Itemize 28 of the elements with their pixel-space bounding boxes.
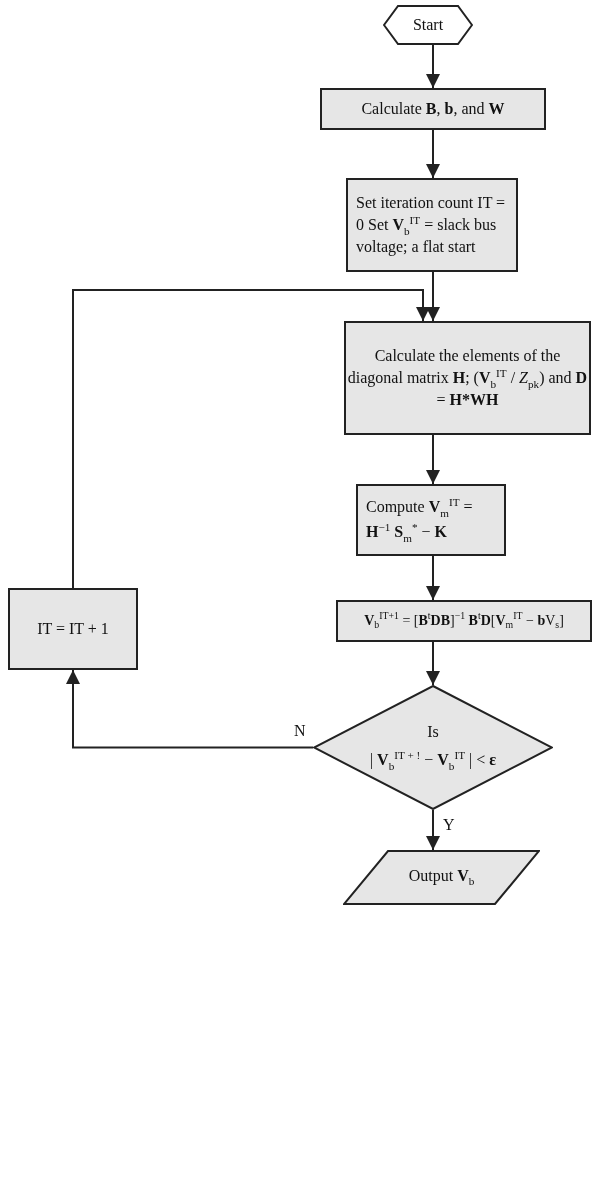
arrow	[426, 434, 440, 485]
node-text: IT = IT + 1	[37, 619, 109, 639]
arrow	[426, 641, 440, 686]
node-text: Output V$_{b}$	[408, 866, 475, 889]
process-box	[346, 178, 518, 272]
arrow	[426, 129, 440, 179]
arrow	[426, 44, 440, 89]
arrow	[426, 271, 440, 322]
start-terminal	[383, 5, 473, 45]
process-box	[8, 588, 138, 670]
node-text: V$_{b}$$^{IT+1}$ = [B$^{t}$DB]$^{−1}$ B$^{t}$D[V$_{m}$$^{IT}$ − bV$_{s}$]	[364, 610, 564, 632]
process-box	[320, 88, 546, 130]
arrow	[426, 809, 440, 851]
arrow	[72, 289, 430, 589]
node-text: Compute V$_{m}$$^{IT}$ = H$^{−1}$ S$_{m}$$^{*}$ − K	[366, 495, 474, 545]
process-box	[336, 600, 592, 642]
decision-condition: | V$_{b}$$^{IT + !}$ − V$_{b}$$^{IT}$ | < ε	[369, 748, 497, 773]
node-text: Calculate B, b, and W	[361, 99, 505, 119]
decision-question: Is	[427, 722, 439, 743]
node-text: Calculate the elements of the diagonal matrix H; (V$_{b}$$^{IT}$ / Z$_{pk}$) and D = H*WH	[346, 345, 589, 411]
node-text: Start	[412, 15, 444, 35]
decision-diamond	[313, 685, 553, 810]
node-text: Set iteration count IT = 0 Set V$_{b}$$^{IT}$ = slack bus voltage; a flat start	[356, 192, 507, 258]
arrow	[426, 555, 440, 601]
output-parallelogram	[343, 850, 540, 905]
arrow	[66, 669, 314, 749]
process-box	[344, 321, 591, 435]
process-box	[356, 484, 506, 556]
